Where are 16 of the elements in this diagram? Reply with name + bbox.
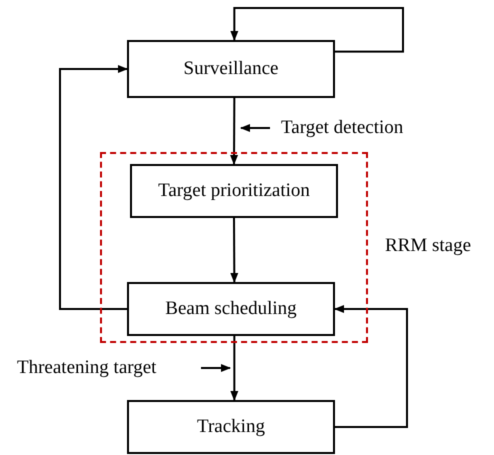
box-label: Beam scheduling [165,298,297,320]
arrow [230,98,238,165]
process-box [127,400,335,454]
process-box [127,282,335,336]
process-box [127,40,335,98]
arrow [230,336,238,401]
arrow [230,218,238,283]
box-label: Target prioritization [158,180,310,202]
box-label: Tracking [197,416,265,438]
arrow [334,305,408,428]
edge-label: Target detection [281,117,404,139]
box-label: Surveillance [184,58,278,80]
arrow [230,7,404,53]
process-box [130,164,338,218]
edge-label: Threatening target [17,357,156,379]
stage-label: RRM stage [385,235,472,257]
